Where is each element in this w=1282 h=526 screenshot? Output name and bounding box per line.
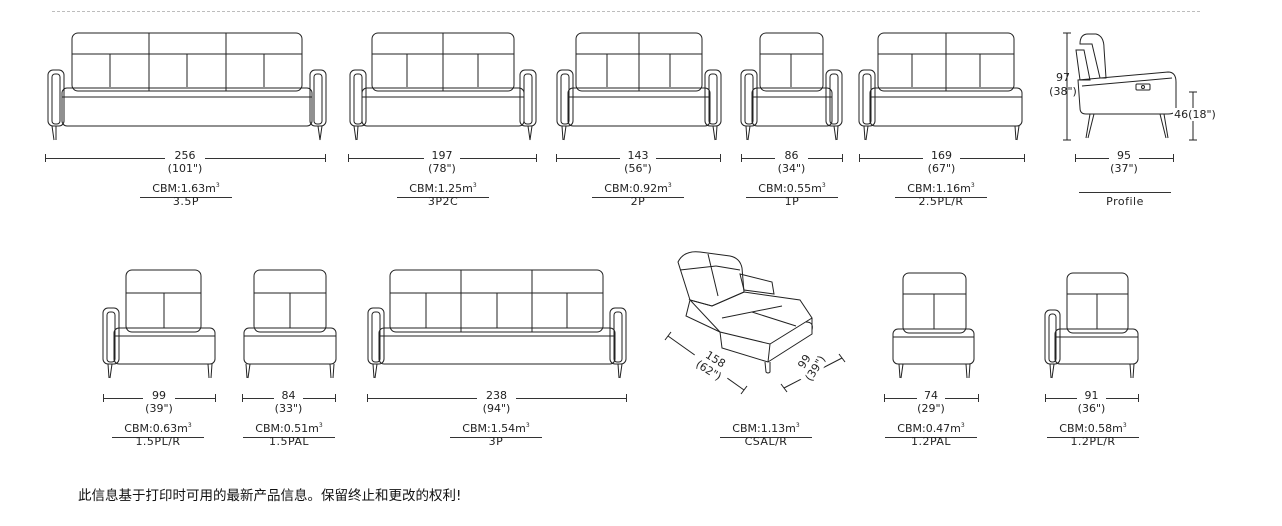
sofa-1-2plr-drawing <box>1044 272 1139 379</box>
sofa-1-5pal-width-cm: 84 <box>281 389 296 402</box>
sofa-2p-width-cm: 143 <box>627 149 649 162</box>
sofa-3-5p-cbm: CBM:1.63m3 <box>140 179 232 198</box>
sofa-csalr-code: CSAL/R <box>744 435 788 448</box>
sofa-2-5plr-code: 2.5PL/R <box>918 195 964 208</box>
sofa-2p-code: 2P <box>630 195 646 208</box>
profile-label-rule <box>1079 179 1171 193</box>
sofa-csalr-drawing <box>664 251 846 395</box>
sofa-2-5plr-width-cm: 169 <box>931 149 952 162</box>
profile-seat-height: 46(18") <box>1173 108 1217 121</box>
sofa-1-5plr-width-inch: (39") <box>145 402 173 415</box>
sofa-3p2c-width-dimension: 197 (78") <box>348 149 537 180</box>
sofa-1-5plr-code: 1.5PL/R <box>135 435 181 448</box>
sofa-1-5plr-width-dimension: 99 (39") <box>103 389 216 420</box>
sofa-3p2c-cbm: CBM:1.25m3 <box>397 179 489 198</box>
sofa-1-2pal-width-dimension: 74 (29") <box>884 389 979 420</box>
profile-width-dimension: 95 (37") <box>1075 149 1174 180</box>
sofa-3-5p-drawing <box>47 32 327 141</box>
sofa-1-5plr-drawing <box>102 269 216 379</box>
sofa-3p2c-width-inch: (78") <box>428 162 456 175</box>
sofa-1-2pal-width-inch: (29") <box>917 402 945 415</box>
sofa-1-5pal-width-dimension: 84 (33") <box>242 389 336 420</box>
sofa-2p-width-inch: (56") <box>624 162 652 175</box>
sofa-1-2plr-width-inch: (36") <box>1077 402 1106 415</box>
profile-width-cm: 95 <box>1117 149 1131 162</box>
sofa-1-2plr-code: 1.2PL/R <box>1070 435 1116 448</box>
sofa-1p-drawing <box>740 32 843 141</box>
profile-width-inch: (37") <box>1110 162 1138 175</box>
sofa-1p-width-dimension: 86 (34") <box>741 149 843 180</box>
sofa-2p-drawing <box>556 32 722 141</box>
sofa-1-2plr-width-cm: 91 <box>1084 389 1099 402</box>
profile-height-inch: (38") <box>1049 85 1077 98</box>
sofa-3p-width-cm: 238 <box>486 389 507 402</box>
sofa-1p-cbm: CBM:0.55m3 <box>746 179 838 198</box>
sofa-3p-drawing <box>367 269 627 379</box>
sofa-1-2pal-width-cm: 74 <box>924 389 938 402</box>
disclaimer-footer: 此信息基于打印时可用的最新产品信息。保留终止和更改的权利! <box>78 488 462 504</box>
sofa-1p-width-cm: 86 <box>784 149 799 162</box>
sofa-3p2c-drawing <box>349 32 537 141</box>
sofa-1p-code: 1P <box>784 195 800 208</box>
sofa-3-5p-width-dimension: 256 (101") <box>45 149 326 180</box>
sofa-3p-code: 3P <box>488 435 504 448</box>
sofa-1-5pal-code: 1.5PAL <box>268 435 310 448</box>
sofa-1-2pal-drawing <box>892 272 975 379</box>
sofa-1-5pal-drawing <box>243 269 337 379</box>
profile-height-cm: 97 <box>1056 71 1070 84</box>
sofa-3p-cbm: CBM:1.54m3 <box>450 419 542 438</box>
sofa-1-2pal-cbm: CBM:0.47m3 <box>885 419 977 438</box>
sofa-3p2c-width-cm: 197 <box>431 149 453 162</box>
sofa-1-5pal-cbm: CBM:0.51m3 <box>243 419 335 438</box>
sofa-2-5plr-drawing <box>858 32 1023 141</box>
sofa-2p-cbm: CBM:0.92m3 <box>592 179 684 198</box>
sofa-2-5plr-width-inch: (67") <box>927 162 956 175</box>
sofa-3p-width-inch: (94") <box>482 402 511 415</box>
profile-label: Profile <box>1106 195 1144 208</box>
sofa-1-5plr-cbm: CBM:0.63m3 <box>112 419 204 438</box>
sofa-2p-width-dimension: 143 (56") <box>556 149 721 180</box>
sofa-1-5pal-width-inch: (33") <box>274 402 303 415</box>
sofa-3-5p-width-inch: (101") <box>167 162 203 175</box>
sofa-1-2plr-width-dimension: 91 (36") <box>1045 389 1139 420</box>
sofa-3p2c-code: 3P2C <box>427 195 459 208</box>
sofa-csalr-cbm: CBM:1.13m3 <box>720 419 812 438</box>
sofa-2-5plr-cbm: CBM:1.16m3 <box>895 179 987 198</box>
sofa-3-5p-width-cm: 256 <box>174 149 196 162</box>
sofa-1p-width-inch: (34") <box>777 162 806 175</box>
top-dashed-divider <box>52 11 1200 12</box>
sofa-3p-width-dimension: 238 (94") <box>367 389 627 420</box>
sofa-1-5plr-width-cm: 99 <box>152 389 166 402</box>
sofa-2-5plr-width-dimension: 169 (67") <box>859 149 1025 180</box>
sofa-3-5p-code: 3.5P <box>172 195 200 208</box>
sofa-1-2pal-code: 1.2PAL <box>910 435 952 448</box>
sofa-1-2plr-cbm: CBM:0.58m3 <box>1047 419 1139 438</box>
